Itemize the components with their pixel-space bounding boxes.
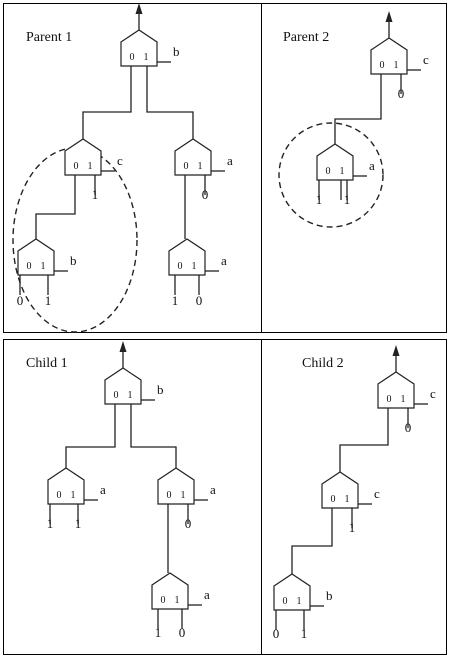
- c1-node-a-left-mux-body: [47, 467, 85, 505]
- p1-node-a-select-label: a: [227, 153, 233, 168]
- c1-root-select-label: b: [157, 382, 164, 397]
- c1-root-output-arrowhead: [119, 341, 127, 352]
- c1-node-a-right-select-label: a: [210, 482, 216, 497]
- child-1-title: Child 1: [26, 356, 68, 371]
- p2-node-a-in0-input-label: 1: [316, 192, 323, 207]
- p1-node-a-low-in0-input-label: 1: [172, 293, 179, 308]
- p1-root-port-0-label: 0: [130, 52, 135, 63]
- c2-node-b-in1-input-label: 1: [301, 626, 308, 641]
- c1-wire-root-right: [130, 404, 177, 468]
- c2-node-c-port-1-label: 1: [345, 494, 350, 505]
- c1-node-a-right-port-0-label: 0: [167, 490, 172, 501]
- p1-node-c-mux-body: [64, 138, 102, 176]
- p1-node-c-in1-input-label: 1: [92, 187, 99, 202]
- p1-node-a-low-mux-body: [168, 238, 206, 276]
- crossover-selection-ellipse-parent-2: [278, 122, 384, 228]
- c1-root-port-1-label: 1: [128, 390, 133, 401]
- c2-node-b-in0-input-label: 0: [273, 626, 280, 641]
- c2-node-c-select-label: c: [374, 486, 380, 501]
- c2-node-b-mux-body: [273, 573, 311, 611]
- p1-node-b-low-port-1-label: 1: [41, 261, 46, 272]
- p1-node-c-port-0-label: 0: [74, 161, 79, 172]
- c2-root-port-1-label: 1: [401, 394, 406, 405]
- c1-node-a-right-in1-input-label: 0: [185, 516, 192, 531]
- p1-node-b-low-mux-body: [17, 238, 55, 276]
- p1-node-b-low-in0-input-label: 0: [17, 293, 24, 308]
- c1-node-a-low-port-0-label: 0: [161, 595, 166, 606]
- p1-node-a-low-select-label: a: [221, 253, 227, 268]
- c2-root-output-arrowhead: [392, 345, 400, 356]
- p1-node-a-low-port-0-label: 0: [178, 261, 183, 272]
- p1-node-c-select-label: c: [117, 153, 123, 168]
- c2-node-c-mux-body: [321, 471, 359, 509]
- p1-node-a-low-in1-input-label: 0: [196, 293, 203, 308]
- c1-node-a-right-port-1-label: 1: [181, 490, 186, 501]
- c1-node-a-low-mux-body: [151, 572, 189, 610]
- panel-child-2: [261, 339, 447, 655]
- c1-node-a-low-in0-input-label: 1: [155, 625, 162, 640]
- p2-node-a-select-label: a: [369, 158, 375, 173]
- c1-node-a-low-port-1-label: 1: [175, 595, 180, 606]
- p1-root-port-1-label: 1: [144, 52, 149, 63]
- p1-wire-c-left: [35, 175, 76, 239]
- c1-root-port-0-label: 0: [114, 390, 119, 401]
- panel-parent-2: [261, 3, 447, 333]
- c2-node-c-port-0-label: 0: [331, 494, 336, 505]
- p1-node-a-mux-body: [174, 138, 212, 176]
- p1-node-a-in1-input-label: 0: [202, 187, 209, 202]
- parent-2-title: Parent 2: [283, 30, 330, 45]
- p1-node-b-low-port-0-label: 0: [27, 261, 32, 272]
- p1-wire-root-left: [82, 66, 132, 139]
- c1-node-a-left-in1-input-label: 1: [75, 516, 82, 531]
- p1-wire-root-right: [146, 66, 194, 139]
- p2-root-output-arrowhead: [385, 11, 393, 22]
- p2-node-a-mux-body: [316, 143, 354, 181]
- p2-node-a-port-0-label: 0: [326, 166, 331, 177]
- c2-wire-root-left: [339, 408, 389, 472]
- p2-root-mux-body: [370, 37, 408, 75]
- c1-node-a-left-in0-input-label: 1: [47, 516, 54, 531]
- c2-node-b-port-0-label: 0: [283, 596, 288, 607]
- c1-node-a-right-mux-body: [157, 467, 195, 505]
- p2-wire-root-left: [334, 74, 382, 144]
- c2-root-select-label: c: [430, 386, 436, 401]
- c1-root-mux-body: [104, 367, 142, 405]
- c2-node-b-select-label: b: [326, 588, 333, 603]
- c1-node-a-left-select-label: a: [100, 482, 106, 497]
- c2-root-in1-input-label: 0: [405, 420, 412, 435]
- c1-node-a-low-select-label: a: [204, 587, 210, 602]
- p1-node-b-low-in1-input-label: 1: [45, 293, 52, 308]
- p2-root-port-0-label: 0: [380, 60, 385, 71]
- p1-node-a-low-port-1-label: 1: [192, 261, 197, 272]
- c1-node-a-left-port-0-label: 0: [57, 490, 62, 501]
- c1-wire-root-left: [65, 404, 116, 468]
- c2-node-b-port-1-label: 1: [297, 596, 302, 607]
- p1-root-output-arrowhead: [135, 3, 143, 14]
- c2-wire-c-left: [291, 508, 333, 574]
- c1-node-a-low-in1-input-label: 0: [179, 625, 186, 640]
- p2-root-port-1-label: 1: [394, 60, 399, 71]
- p1-node-a-port-0-label: 0: [184, 161, 189, 172]
- p2-node-a-port-1-label: 1: [340, 166, 345, 177]
- p1-root-select-label: b: [173, 44, 180, 59]
- p2-node-a-in1-input-label: 1: [344, 192, 351, 207]
- p1-node-c-port-1-label: 1: [88, 161, 93, 172]
- c2-root-mux-body: [377, 371, 415, 409]
- p2-root-in1-input-label: 0: [398, 86, 405, 101]
- p1-root-mux-body: [120, 29, 158, 67]
- child-2-title: Child 2: [302, 356, 344, 371]
- p1-node-a-port-1-label: 1: [198, 161, 203, 172]
- c2-root-port-0-label: 0: [387, 394, 392, 405]
- parent-1-title: Parent 1: [26, 30, 73, 45]
- c1-node-a-left-port-1-label: 1: [71, 490, 76, 501]
- c2-node-c-in1-input-label: 1: [349, 520, 356, 535]
- p1-node-b-low-select-label: b: [70, 253, 77, 268]
- p2-root-select-label: c: [423, 52, 429, 67]
